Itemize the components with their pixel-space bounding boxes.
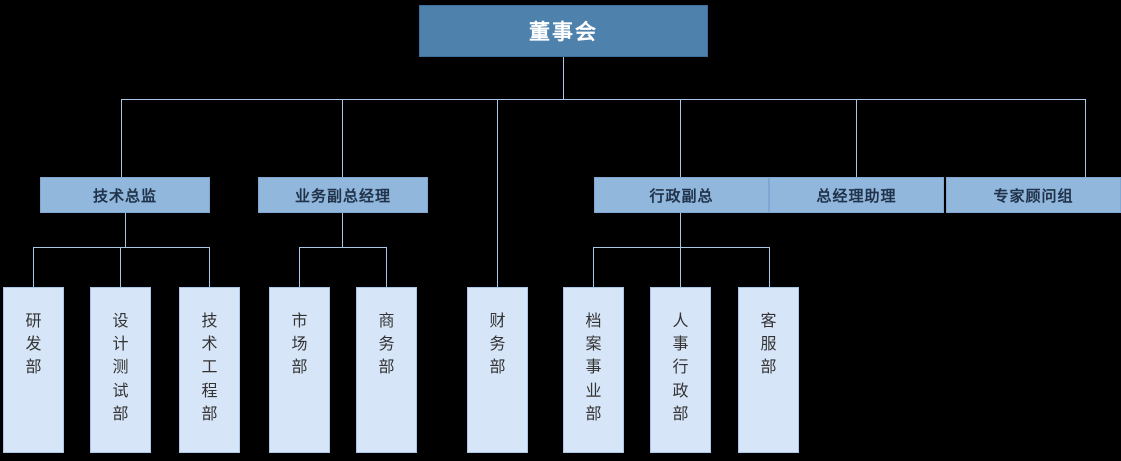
connector-drop-hr-admin-dept <box>680 247 681 287</box>
node-label: 市场部 <box>291 313 309 377</box>
node-finance-dept[interactable]: 财务部 <box>467 287 528 453</box>
connector-bus-admin-vp <box>593 247 770 248</box>
node-archive-dept[interactable]: 档案事业部 <box>563 287 624 453</box>
node-label: 研发部 <box>25 313 43 377</box>
connector-drop-admin-vp <box>680 99 681 177</box>
connector-root-stem <box>563 57 564 100</box>
node-label: 业务副总经理 <box>294 187 391 205</box>
connector-drop-business-vp <box>342 99 343 177</box>
node-commerce-dept[interactable]: 商务部 <box>356 287 417 453</box>
connector-stem-tech-director <box>125 213 126 248</box>
connector-drop-market-dept <box>299 247 300 287</box>
node-business-vp[interactable]: 业务副总经理 <box>258 177 428 213</box>
connector-drop-design-test-dept <box>120 247 121 287</box>
connector-drop-finance-dept <box>497 99 498 287</box>
connector-main-bus <box>121 99 1086 100</box>
node-label: 财务部 <box>489 313 507 377</box>
node-label: 客服部 <box>760 313 778 377</box>
node-label: 档案事业部 <box>585 313 603 423</box>
node-label: 技术工程部 <box>201 313 219 423</box>
connector-drop-archive-dept <box>593 247 594 287</box>
node-customer-service-dept[interactable]: 客服部 <box>738 287 799 453</box>
node-label: 专家顾问组 <box>993 187 1074 205</box>
node-rd-dept[interactable]: 研发部 <box>3 287 64 453</box>
node-expert-advisory-group[interactable]: 专家顾问组 <box>946 177 1121 213</box>
connector-drop-rd-dept <box>33 247 34 287</box>
node-tech-engineering-dept[interactable]: 技术工程部 <box>179 287 240 453</box>
node-tech-director[interactable]: 技术总监 <box>40 177 210 213</box>
connector-drop-expert-group <box>1085 99 1086 177</box>
node-label: 人事行政部 <box>672 313 690 423</box>
node-label: 总经理助理 <box>816 187 897 205</box>
connector-drop-tech-engineering-dept <box>209 247 210 287</box>
connector-drop-gm-assistant <box>856 99 857 177</box>
connector-bus-tech-director <box>33 247 210 248</box>
connector-bus-business-vp <box>299 247 386 248</box>
connector-drop-customer-service-dept <box>769 247 770 287</box>
node-design-test-dept[interactable]: 设计测试部 <box>90 287 151 453</box>
node-hr-admin-dept[interactable]: 人事行政部 <box>650 287 711 453</box>
node-label: 商务部 <box>378 313 396 377</box>
node-label: 董事会 <box>529 21 598 44</box>
connector-drop-tech-director <box>121 99 122 177</box>
connector-stem-business-vp <box>342 213 343 248</box>
node-gm-assistant[interactable]: 总经理助理 <box>769 177 944 213</box>
node-market-dept[interactable]: 市场部 <box>269 287 330 453</box>
connector-stem-admin-vp <box>680 213 681 248</box>
node-label: 技术总监 <box>92 187 157 205</box>
connector-drop-commerce-dept <box>386 247 387 287</box>
node-board-of-directors[interactable]: 董事会 <box>419 5 708 57</box>
node-label: 设计测试部 <box>112 313 130 423</box>
node-label: 行政副总 <box>649 187 714 205</box>
node-admin-vp[interactable]: 行政副总 <box>594 177 769 213</box>
